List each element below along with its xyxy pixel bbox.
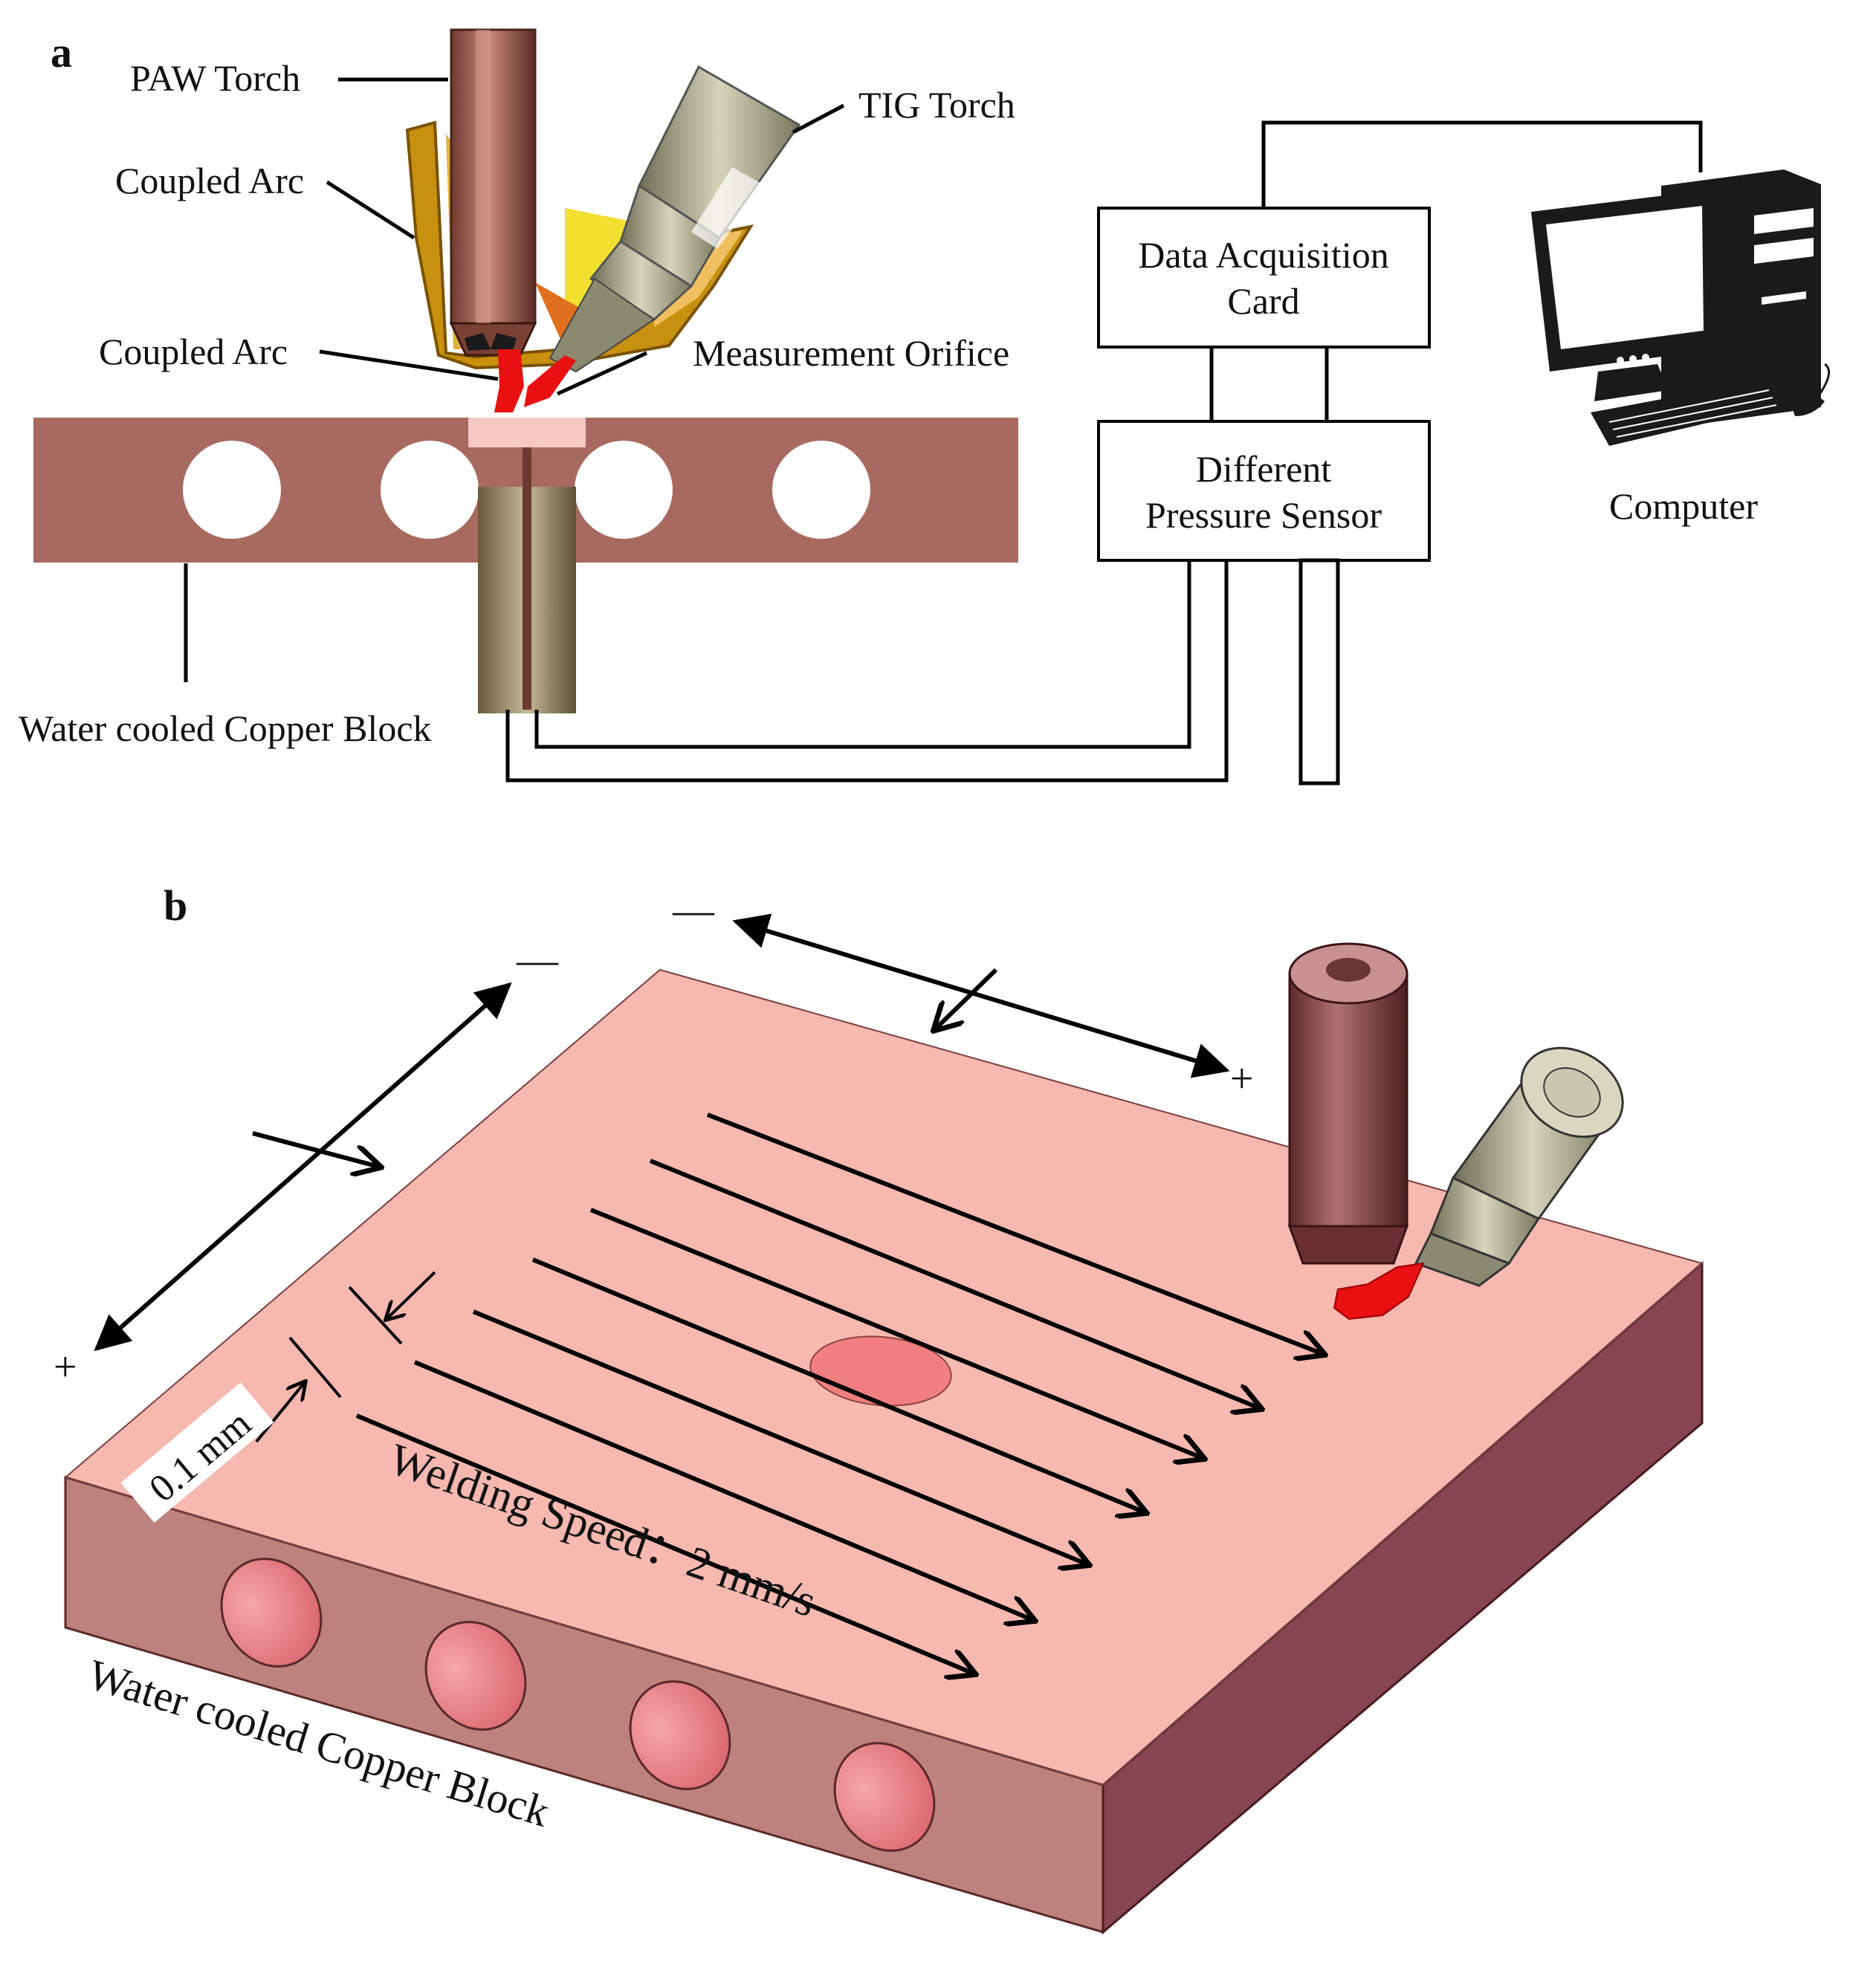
panel-a-label: a [51, 28, 72, 77]
cooling-hole-4 [772, 441, 870, 539]
minus-sign-left: — [516, 937, 559, 983]
cooling-hole-b3 [629, 1680, 731, 1790]
plus-sign-left: + [54, 1344, 77, 1390]
weld-path-arrows [355, 1112, 1323, 1674]
minus-sign-right: — [672, 887, 715, 933]
cooling-hole-3 [575, 441, 673, 539]
orifice-insert [468, 418, 586, 447]
coupled-arc-b [1333, 1262, 1425, 1321]
daq-label-line2: Card [1227, 280, 1299, 322]
copper-block-label-a: Water cooled Copper Block [19, 707, 432, 749]
tig-torch-b [1414, 1046, 1624, 1287]
coupled-arc-label-2: Coupled Arc [99, 331, 288, 372]
panel-b-label: b [164, 881, 187, 930]
daq-card-box [1097, 207, 1431, 349]
leader-lines-a [184, 77, 845, 682]
computer-label: Computer [1609, 485, 1758, 527]
tig-torch-label: TIG Torch [858, 84, 1015, 126]
daq-label-line1: Data Acquisition [1138, 234, 1388, 276]
connection-wires [505, 120, 1703, 785]
computer-icon [1531, 169, 1831, 446]
cooling-hole-1 [183, 441, 281, 539]
paw-torch-b [1287, 942, 1409, 1265]
tig-torch-a [549, 65, 801, 373]
cooling-hole-b2 [424, 1621, 527, 1731]
sensor-label-line2: Pressure Sensor [1145, 494, 1382, 536]
pressure-sensor-box [1097, 420, 1431, 562]
cooling-hole-b4 [833, 1742, 936, 1852]
coupled-arc-label-1: Coupled Arc [115, 160, 304, 201]
cooling-hole-b1 [220, 1558, 323, 1668]
cooling-hole-2 [381, 441, 479, 539]
plus-sign-right: + [1230, 1056, 1254, 1102]
coupled-arc-red [494, 349, 524, 412]
panel-b: b [54, 881, 1704, 1935]
paw-torch-a [449, 28, 537, 357]
scan-arrows [94, 913, 1230, 1352]
sensor-label-line1: Different [1196, 448, 1331, 490]
panel-a: a [19, 28, 1831, 785]
measurement-orifice-label: Measurement Orifice [693, 332, 1009, 374]
paw-torch-label: PAW Torch [130, 57, 300, 99]
